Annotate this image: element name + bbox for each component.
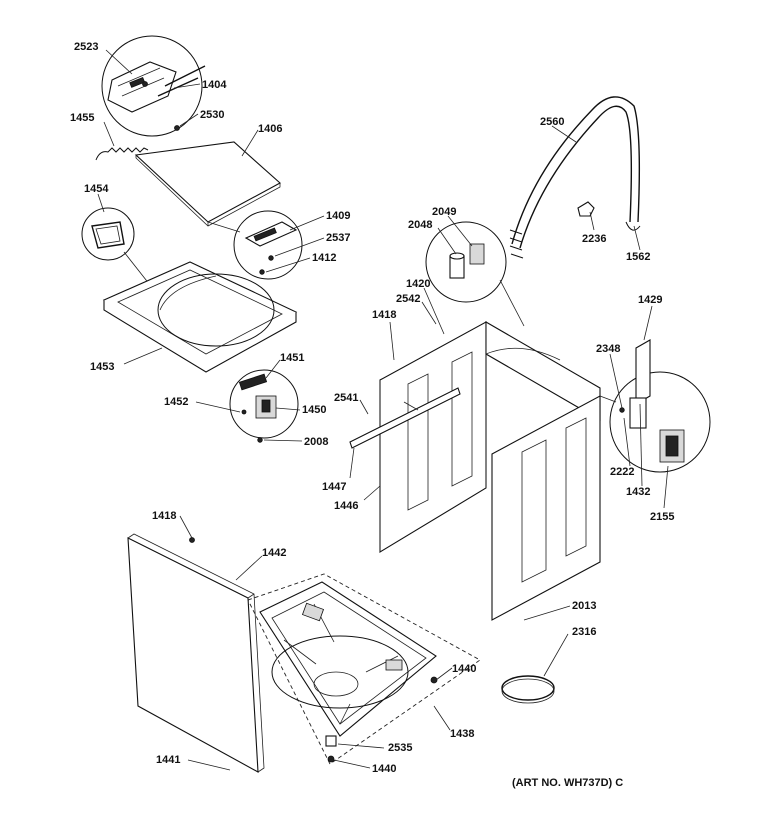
timer-detail [599,339,711,473]
label-1429: 1429 [638,294,662,306]
valve-detail [425,221,525,327]
top-cover [102,261,298,373]
label-2348: 2348 [596,343,620,355]
label-2542: 2542 [396,293,420,305]
label-2541: 2541 [334,392,358,404]
label-2316: 2316 [572,626,596,638]
label-2236: 2236 [582,233,606,245]
label-1432: 1432 [626,486,650,498]
label-1452: 1452 [164,396,188,408]
label-2155: 2155 [650,511,674,523]
fill-hose [509,96,641,259]
label-1453: 1453 [90,361,114,373]
label-1441: 1441 [156,754,180,766]
lid-panel [134,141,281,227]
label-1440-right: 1440 [452,663,476,675]
label-2560: 2560 [540,116,564,128]
label-1418-top: 1418 [372,309,396,321]
label-1447: 1447 [322,481,346,493]
label-2222: 2222 [610,466,634,478]
label-1454: 1454 [84,183,109,195]
lid-spring [95,147,149,161]
base-frame [247,573,481,765]
label-1451: 1451 [280,352,304,364]
label-1412: 1412 [312,252,336,264]
label-2537: 2537 [326,232,350,244]
front-brace [349,387,461,449]
label-2048: 2048 [408,219,432,231]
part-labels: 2523 1404 1455 2530 1406 1454 1409 2537 … [70,41,674,789]
lid-switch-detail [229,369,299,443]
art-number: (ART NO. WH737D) C [512,777,623,789]
cabinet-side-right [485,347,601,621]
label-2008: 2008 [304,436,328,448]
label-1450: 1450 [302,404,326,416]
label-2049: 2049 [432,206,456,218]
label-1404: 1404 [202,79,227,91]
label-2535: 2535 [388,742,412,754]
label-1418-bottom: 1418 [152,510,176,522]
label-1438: 1438 [450,728,474,740]
screw-2530 [174,125,180,131]
gasket-detail [81,207,151,286]
label-1455: 1455 [70,112,94,124]
cabinet-back-left [379,321,487,553]
label-2530: 2530 [200,109,224,121]
label-1440-bottom: 1440 [372,763,396,775]
lid-hinge-detail-right [207,210,303,280]
leader-lines [97,49,669,771]
label-1562: 1562 [626,251,650,263]
label-1420: 1420 [406,278,430,290]
label-2523: 2523 [74,41,98,53]
label-1406: 1406 [258,123,282,135]
label-1442: 1442 [262,547,286,559]
ring-2316 [501,675,555,704]
lid-hinge-detail [101,35,206,137]
label-1409: 1409 [326,210,350,222]
front-panel [127,533,265,773]
label-1446: 1446 [334,500,358,512]
label-2013: 2013 [572,600,596,612]
